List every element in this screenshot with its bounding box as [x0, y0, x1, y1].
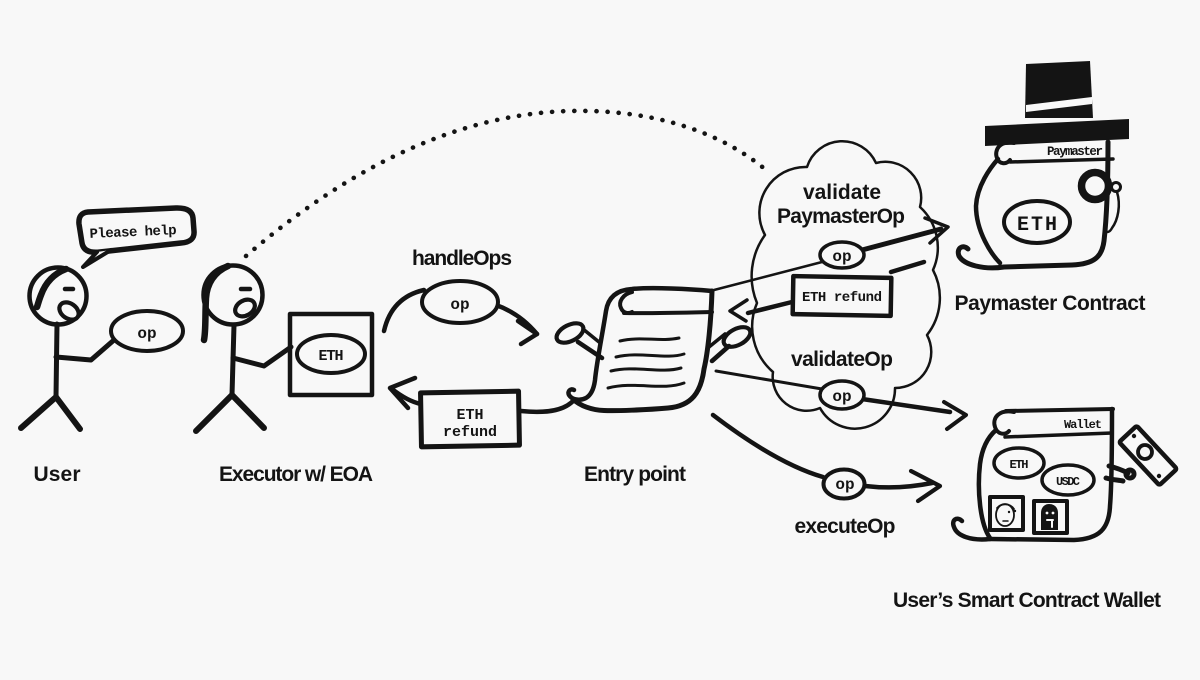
svg-text:PaymasterOp: PaymasterOp — [777, 205, 905, 228]
svg-text:handleOps: handleOps — [412, 247, 512, 270]
svg-text:Executor w/ EOA: Executor w/ EOA — [219, 463, 373, 486]
svg-text:op: op — [450, 296, 469, 314]
svg-text:Entry point: Entry point — [584, 463, 686, 486]
svg-text:op: op — [832, 248, 851, 266]
svg-text:refund: refund — [443, 424, 497, 441]
svg-text:ETH: ETH — [457, 407, 484, 424]
svg-text:validate: validate — [803, 181, 881, 204]
svg-text:Paymaster Contract: Paymaster Contract — [955, 292, 1146, 315]
svg-text:ETH refund: ETH refund — [802, 290, 882, 306]
svg-text:USDC: USDC — [1056, 475, 1080, 489]
svg-text:executeOp: executeOp — [795, 515, 896, 538]
svg-text:Wallet: Wallet — [1064, 418, 1102, 432]
svg-text:Paymaster: Paymaster — [1047, 145, 1103, 159]
svg-text:Please help: Please help — [89, 223, 177, 243]
svg-text:op: op — [137, 325, 156, 343]
svg-text:ETH: ETH — [319, 348, 344, 365]
svg-text:op: op — [835, 476, 854, 494]
svg-text:op: op — [832, 388, 851, 406]
svg-text:validateOp: validateOp — [791, 348, 893, 371]
svg-text:User’s Smart Contract Wallet: User’s Smart Contract Wallet — [893, 589, 1161, 612]
svg-text:ETH: ETH — [1017, 214, 1057, 237]
svg-text:User: User — [34, 463, 81, 486]
svg-text:ETH: ETH — [1010, 458, 1029, 472]
